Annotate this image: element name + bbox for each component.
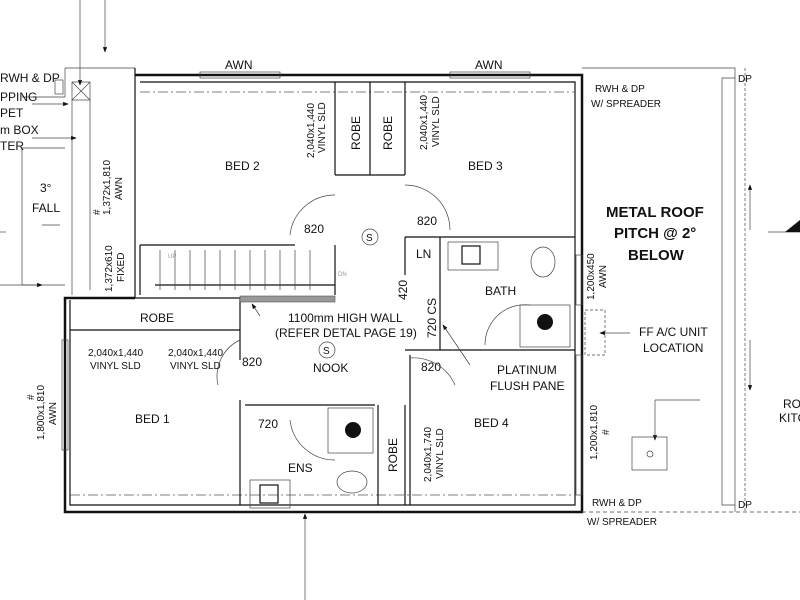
door-type: VINYL SLD <box>435 428 446 479</box>
high-wall-note: (REFER DETAL PAGE 19) <box>275 326 417 340</box>
door-type: VINYL SLD <box>90 361 141 372</box>
left-roof-strip <box>0 0 136 298</box>
window-type: FIXED <box>116 253 127 282</box>
door-width: 820 <box>417 214 437 228</box>
interior-walls <box>70 82 700 600</box>
bath-shower <box>519 304 571 348</box>
smoke-detector-icon <box>318 341 336 359</box>
note-spreader: W/ SPREADER <box>591 99 661 110</box>
door-width: 720 <box>258 417 278 431</box>
bath-drain-icon <box>537 314 553 330</box>
bath-vanity <box>447 241 499 271</box>
note: TER <box>0 139 24 153</box>
room-bath: BATH <box>485 284 516 298</box>
window-type: AWN <box>114 177 125 200</box>
door-type: VINYL SLD <box>431 96 442 147</box>
callout-platinum: FLUSH PANE <box>490 379 564 393</box>
window-awn-label: AWN <box>225 58 253 72</box>
bath-basin-icon <box>461 245 481 265</box>
fall-degrees: 3° <box>40 181 52 195</box>
window-hash: # <box>26 394 37 400</box>
door-width: 720 CS <box>425 298 439 338</box>
metal-roof-note: METAL ROOF <box>606 204 704 221</box>
door-size: 2,040x1,740 <box>423 427 434 482</box>
door-swings <box>216 184 531 461</box>
note-rwh-dp: RWH & DP <box>595 84 645 95</box>
window-size: 1,200x1,810 <box>589 405 600 460</box>
door-width: 820 <box>304 222 324 236</box>
ens-vanity <box>249 479 291 509</box>
note-rwh-dp: RWH & DP <box>592 498 642 509</box>
ens-shower <box>327 407 374 454</box>
bath-toilet-icon <box>530 246 556 278</box>
room-bed4: BED 4 <box>474 416 509 430</box>
room-bed1: BED 1 <box>135 412 170 426</box>
door-size: 2,040x1,440 <box>168 348 223 359</box>
window-size: 1,200x450 <box>586 253 597 300</box>
room-bed3: BED 3 <box>468 159 503 173</box>
ens-drain-icon <box>345 422 361 438</box>
room-bed2: BED 2 <box>225 159 260 173</box>
fall-label: FALL <box>32 201 60 215</box>
note-spreader: W/ SPREADER <box>587 517 657 528</box>
smoke-detector-label: S <box>366 233 373 244</box>
room-robe: ROBE <box>349 116 363 150</box>
window-hash: # <box>92 209 103 215</box>
window-type: AWN <box>48 402 59 425</box>
callout-platinum: PLATINUM <box>497 363 557 377</box>
door-type: VINYL SLD <box>170 361 221 372</box>
door-width: 820 <box>242 355 262 369</box>
smoke-detector-icon <box>361 228 379 246</box>
room-ens: ENS <box>288 461 313 475</box>
note: PPING <box>0 90 37 104</box>
door-size: 2,040x1,440 <box>88 348 143 359</box>
room-nook: NOOK <box>313 361 348 375</box>
note-kitchen: KITC <box>779 411 800 425</box>
note-dp: DP <box>738 500 752 511</box>
window-type: AWN <box>598 265 609 288</box>
high-wall-note: 1100mm HIGH WALL <box>288 311 403 325</box>
ens-toilet-icon <box>336 470 368 494</box>
stair-up: UP <box>168 254 176 260</box>
note-rwh-dp: RWH & DP <box>0 71 60 85</box>
metal-roof-note: PITCH @ 2° <box>614 225 696 242</box>
window-awn-label: AWN <box>475 58 503 72</box>
labels: AWN AWN RWH & DP PPING PET m BOX TER 3° … <box>0 58 800 528</box>
room-linen: LN <box>416 247 431 261</box>
right-roof <box>582 67 800 513</box>
ac-unit-note: LOCATION <box>643 341 703 355</box>
room-robe: ROBE <box>386 438 400 472</box>
note-roof: RO <box>783 397 800 411</box>
window-size: 1,800x1,810 <box>36 385 47 440</box>
note-dp: DP <box>738 74 752 85</box>
stair-dn: DN <box>338 272 347 278</box>
window-size: 1,372x1,810 <box>102 160 113 215</box>
door-size: 2,040x1,440 <box>419 95 430 150</box>
window-hash: # <box>601 429 612 435</box>
room-robe: ROBE <box>140 311 174 325</box>
door-type: VINYL SLD <box>317 102 328 153</box>
ens-basin-icon <box>259 484 279 504</box>
room-robe: ROBE <box>381 116 395 150</box>
note: PET <box>0 106 24 120</box>
ac-unit-note: FF A/C UNIT <box>639 325 708 339</box>
metal-roof-note: BELOW <box>628 247 685 264</box>
door-size: 2,040x1,440 <box>306 103 317 158</box>
note: m BOX <box>0 123 39 137</box>
roof-vent-icon <box>631 436 668 471</box>
window-size: 1,372x610 <box>104 245 115 292</box>
door-width: 420 <box>396 280 410 300</box>
smoke-detector-label: S <box>323 346 330 357</box>
door-width: 820 <box>421 360 441 374</box>
fixtures <box>249 241 668 509</box>
